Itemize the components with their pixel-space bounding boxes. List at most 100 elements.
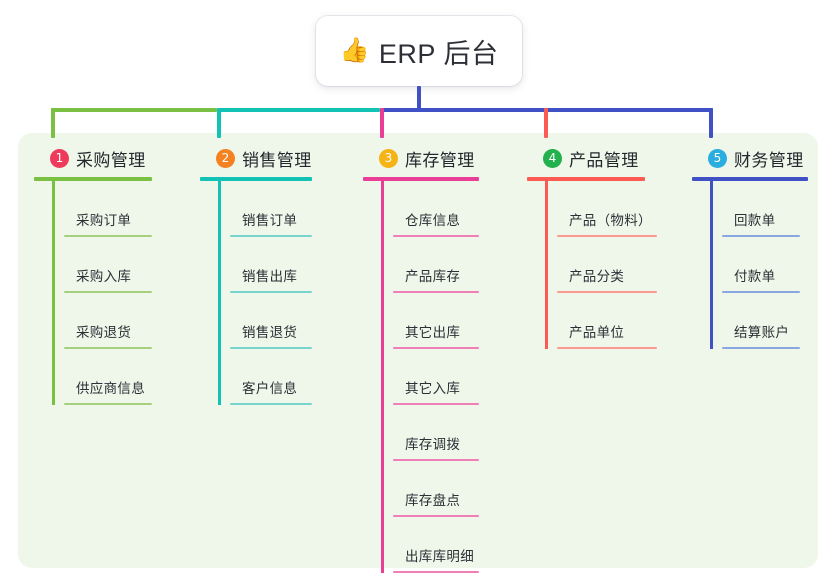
leaf-node[interactable]: 库存调拨 xyxy=(393,405,479,461)
branch-index-badge: 5 xyxy=(708,148,727,168)
leaf-node[interactable]: 产品库存 xyxy=(393,237,479,293)
branch-column-产品管理: 4 产品管理产品（物料） 产品分类产品单位 xyxy=(527,145,657,349)
branch-header-财务管理[interactable]: 5 财务管理 xyxy=(692,145,808,171)
root-node-title: ERP 后台 xyxy=(378,38,499,69)
leaf-underline xyxy=(393,515,479,517)
leaf-node[interactable]: 供应商信息 xyxy=(64,349,152,405)
branch-index-badge: 2 xyxy=(216,148,235,168)
branch-underline xyxy=(527,177,645,181)
leaf-node-label: 采购退货 xyxy=(76,325,132,340)
leaf-node-label: 销售退货 xyxy=(242,325,298,340)
leaf-underline xyxy=(722,347,800,349)
leaf-underline xyxy=(230,403,312,405)
branch-leaf-list: 产品（物料） 产品分类产品单位 xyxy=(527,181,657,349)
root-node[interactable]: 👍 ERP 后台 xyxy=(316,16,522,86)
leaf-node[interactable]: 采购退货 xyxy=(64,293,152,349)
leaf-underline xyxy=(393,291,479,293)
leaf-node-label: 付款单 xyxy=(734,269,776,284)
leaf-node[interactable]: 采购入库 xyxy=(64,237,152,293)
branch-column-库存管理: 3 库存管理仓库信息产品库存其它出库其它入库库存调拨库存盘点出库库明细 xyxy=(363,145,479,573)
leaf-node-label: 客户信息 xyxy=(242,381,298,396)
leaf-underline xyxy=(722,291,800,293)
leaf-underline xyxy=(64,235,152,237)
leaf-node-label: 仓库信息 xyxy=(405,213,461,228)
leaf-node-label: 供应商信息 xyxy=(76,381,145,396)
leaf-underline xyxy=(393,403,479,405)
leaf-node[interactable]: 其它出库 xyxy=(393,293,479,349)
branch-index-badge: 3 xyxy=(379,148,398,168)
branch-title: 财务管理 xyxy=(734,150,804,170)
leaf-node-label: 其它入库 xyxy=(405,381,461,396)
leaf-underline xyxy=(393,235,479,237)
branch-column-采购管理: 1 采购管理采购订单采购入库采购退货供应商信息 xyxy=(34,145,152,405)
leaf-node-label: 销售出库 xyxy=(242,269,298,284)
leaf-node[interactable]: 产品分类 xyxy=(557,237,657,293)
leaf-node-label: 采购订单 xyxy=(76,213,132,228)
leaf-underline xyxy=(393,571,479,573)
leaf-underline xyxy=(230,235,312,237)
branch-index-badge: 1 xyxy=(50,148,69,168)
thumbs-up-icon: 👍 xyxy=(339,37,370,64)
branch-spine-connector xyxy=(381,181,384,573)
branch-spine-connector xyxy=(545,181,548,349)
branch-title: 产品管理 xyxy=(569,150,639,170)
leaf-underline xyxy=(230,291,312,293)
branch-drop-connector-3 xyxy=(380,108,384,138)
leaf-underline xyxy=(722,235,800,237)
leaf-underline xyxy=(64,291,152,293)
bus-segment-2 xyxy=(217,108,380,112)
branch-spine-connector xyxy=(218,181,221,405)
branch-leaf-list: 采购订单采购入库采购退货供应商信息 xyxy=(34,181,152,405)
root-node-label: 👍 ERP 后台 xyxy=(340,32,499,71)
leaf-node[interactable]: 库存盘点 xyxy=(393,461,479,517)
leaf-underline xyxy=(393,459,479,461)
branch-header-产品管理[interactable]: 4 产品管理 xyxy=(527,145,657,171)
branch-title: 采购管理 xyxy=(76,150,146,170)
leaf-node-label: 销售订单 xyxy=(242,213,298,228)
branch-leaf-list: 回款单付款单结算账户 xyxy=(692,181,808,349)
leaf-node[interactable]: 出库库明细 xyxy=(393,517,479,573)
leaf-node-label: 回款单 xyxy=(734,213,776,228)
leaf-node[interactable]: 仓库信息 xyxy=(393,181,479,237)
branch-leaf-list: 销售订单销售出库销售退货客户信息 xyxy=(200,181,312,405)
leaf-node-label: 产品分类 xyxy=(569,269,625,284)
leaf-node[interactable]: 其它入库 xyxy=(393,349,479,405)
branch-spine-connector xyxy=(710,181,713,349)
branch-header-采购管理[interactable]: 1 采购管理 xyxy=(34,145,152,171)
branches-panel xyxy=(18,133,818,568)
leaf-underline xyxy=(64,403,152,405)
leaf-node-label: 其它出库 xyxy=(405,325,461,340)
leaf-node[interactable]: 客户信息 xyxy=(230,349,312,405)
branch-drop-connector-5 xyxy=(709,108,713,138)
leaf-node[interactable]: 付款单 xyxy=(722,237,808,293)
leaf-underline xyxy=(557,291,657,293)
leaf-node[interactable]: 采购订单 xyxy=(64,181,152,237)
branch-index-badge: 4 xyxy=(543,148,562,168)
branch-spine-connector xyxy=(52,181,55,405)
leaf-node[interactable]: 销售订单 xyxy=(230,181,312,237)
branch-underline xyxy=(363,177,479,181)
leaf-node[interactable]: 销售出库 xyxy=(230,237,312,293)
leaf-node[interactable]: 回款单 xyxy=(722,181,808,237)
branch-title: 库存管理 xyxy=(405,150,475,170)
leaf-underline xyxy=(230,347,312,349)
leaf-node-label: 产品（物料） xyxy=(569,213,652,228)
leaf-underline xyxy=(557,347,657,349)
branch-column-财务管理: 5 财务管理回款单付款单结算账户 xyxy=(692,145,808,349)
leaf-node-label: 库存盘点 xyxy=(405,493,461,508)
branch-underline xyxy=(692,177,808,181)
leaf-node[interactable]: 产品（物料） xyxy=(557,181,657,237)
leaf-node-label: 产品单位 xyxy=(569,325,625,340)
leaf-node-label: 结算账户 xyxy=(734,325,790,340)
branch-header-库存管理[interactable]: 3 库存管理 xyxy=(363,145,479,171)
leaf-node[interactable]: 产品单位 xyxy=(557,293,657,349)
leaf-node[interactable]: 销售退货 xyxy=(230,293,312,349)
root-stem-connector xyxy=(417,86,421,112)
leaf-node[interactable]: 结算账户 xyxy=(722,293,808,349)
bus-segment-1 xyxy=(51,108,217,112)
leaf-underline xyxy=(557,235,657,237)
branch-leaf-list: 仓库信息产品库存其它出库其它入库库存调拨库存盘点出库库明细 xyxy=(363,181,479,573)
